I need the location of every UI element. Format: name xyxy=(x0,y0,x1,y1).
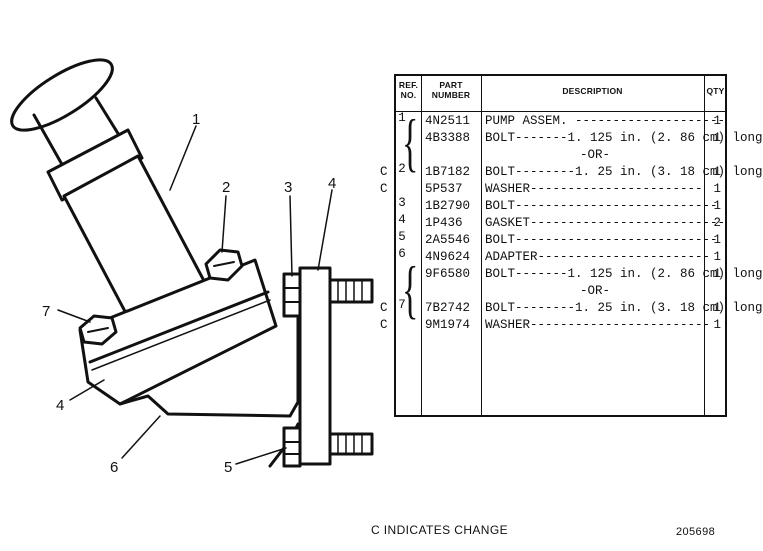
part-number: 5P537 xyxy=(425,182,463,196)
ref-number: 6 xyxy=(398,247,406,261)
part-number: 9M1974 xyxy=(425,318,471,332)
ref-number: 4 xyxy=(398,213,406,227)
change-indicator: C xyxy=(380,182,388,196)
part-number: 9F6580 xyxy=(425,267,471,281)
ref-number: 1 xyxy=(398,111,406,125)
quantity: 1 xyxy=(713,318,721,332)
callout-5: 5 xyxy=(224,459,232,476)
part-number: 1B7182 xyxy=(425,165,471,179)
ref-number: 7 xyxy=(398,298,406,312)
quantity: 1 xyxy=(713,301,721,315)
part-number: 2A5546 xyxy=(425,233,471,247)
description: PUMP ASSEM. -------------------- xyxy=(485,114,726,128)
quantity: 1 xyxy=(713,267,721,281)
change-legend: C INDICATES CHANGE xyxy=(371,523,508,537)
part-number: 1P436 xyxy=(425,216,463,230)
table-row: 5 2A5546 BOLT---------------------------1 xyxy=(396,230,725,249)
header-description: DESCRIPTION xyxy=(562,86,623,96)
brace-ref-2: { xyxy=(402,108,419,180)
header-ref: REF.NO. xyxy=(398,80,419,100)
figure-number: 205698 xyxy=(676,526,716,538)
table-row: 9F6580 BOLT-------1. 125 in. (2. 86 cm) l… xyxy=(396,266,763,283)
callout-7: 7 xyxy=(42,303,50,320)
table-row: -OR- xyxy=(396,283,725,300)
quantity: 1 xyxy=(713,199,721,213)
callout-1: 1 xyxy=(192,111,200,128)
part-number: 1B2790 xyxy=(425,199,471,213)
quantity: 1 xyxy=(713,233,721,247)
description: BOLT--------------------------- xyxy=(485,199,718,213)
description: WASHER----------------------- xyxy=(485,182,703,196)
table-row: -OR- xyxy=(396,147,725,164)
description: BOLT--------1. 25 in. (3. 18 cm) long xyxy=(485,165,763,179)
table-row: 6 4N9624 ADAPTER-----------------------1 xyxy=(396,247,725,266)
description: BOLT--------------------------- xyxy=(485,233,718,247)
change-indicator: C xyxy=(380,165,388,179)
mounting-plate xyxy=(298,266,332,466)
description: -OR- xyxy=(579,284,610,298)
part-number: 7B2742 xyxy=(425,301,471,315)
part-number: 4N9624 xyxy=(425,250,471,264)
table-row: 4 1P436 GASKET--------------------------2 xyxy=(396,213,726,232)
quantity: 1 xyxy=(713,250,721,264)
description: GASKET-------------------------- xyxy=(485,216,726,230)
ref-number: 2 xyxy=(398,162,406,176)
table-row: C 5P537 WASHER----------------------- 1 xyxy=(380,181,725,198)
callout-2: 2 xyxy=(222,179,230,196)
brace-ref-7: { xyxy=(402,255,419,327)
description: BOLT-------1. 125 in. (2. 86 cm) long xyxy=(485,267,763,281)
table-row: 4B3388 BOLT-------1. 125 in. (2. 86 cm) l… xyxy=(396,130,763,147)
quantity: 2 xyxy=(713,216,721,230)
table-row: C 9M1974 WASHER------------------------1 xyxy=(380,317,725,334)
ref-number: 5 xyxy=(398,230,406,244)
description: BOLT-------1. 125 in. (2. 86 cm) long xyxy=(485,131,763,145)
callout-6: 6 xyxy=(110,459,118,476)
part-number: 4N2511 xyxy=(425,114,471,128)
description: ADAPTER----------------------- xyxy=(485,250,711,264)
description: BOLT--------1. 25 in. (3. 18 cm) long xyxy=(485,301,763,315)
header-qty: QTY xyxy=(706,86,725,96)
callout-4-bottom: 4 xyxy=(56,397,64,414)
pump-knob xyxy=(10,58,114,132)
gasket-line xyxy=(88,290,270,364)
change-indicator: C xyxy=(380,301,388,315)
ref-number: 3 xyxy=(398,196,406,210)
change-indicator: C xyxy=(380,318,388,332)
callout-4-top: 4 xyxy=(328,175,336,192)
description: -OR- xyxy=(579,148,610,162)
part-number: 4B3388 xyxy=(425,131,471,145)
description: WASHER------------------------ xyxy=(485,318,711,332)
stud-bolt-bottom xyxy=(282,426,302,468)
quantity: 1 xyxy=(713,114,721,128)
quantity: 1 xyxy=(713,182,721,196)
stud-bolt-top xyxy=(282,272,302,318)
pump-collar xyxy=(46,128,144,202)
quantity: 1 xyxy=(713,165,721,179)
table-row: 3 1B2790 BOLT---------------------------1 xyxy=(396,196,725,215)
quantity: 1 xyxy=(713,131,721,145)
pump-assembly-drawing: 1 2 3 4 7 4 6 5 xyxy=(10,58,374,476)
callout-3: 3 xyxy=(284,179,292,196)
